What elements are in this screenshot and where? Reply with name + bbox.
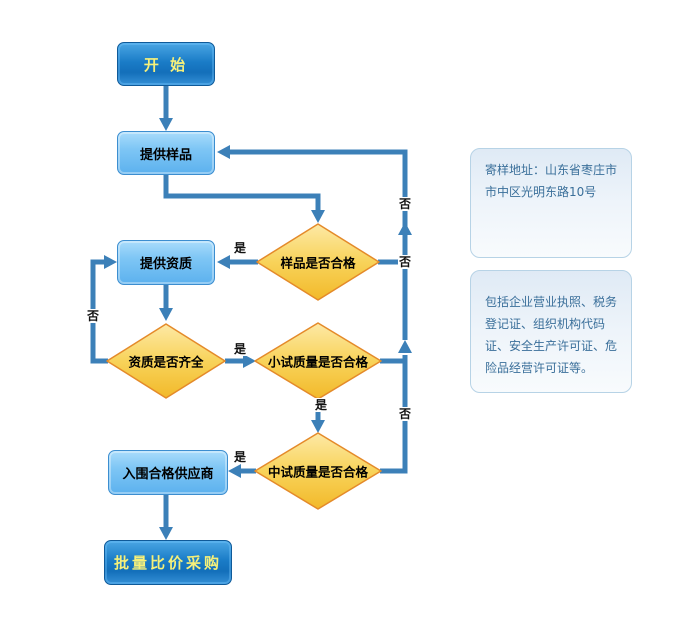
edge-label-sample-no: 否 [397, 255, 413, 269]
arrowhead-start-to-sample [159, 118, 173, 131]
qualification-docs-panel: 包括企业营业执照、税务登记证、组织机构代码证、安全生产许可证、危险品经营许可证等… [470, 270, 632, 393]
edge-label-qualification-no: 否 [85, 309, 101, 323]
sample-address-panel: 寄样地址：山东省枣庄市市中区光明东路10号 [470, 148, 632, 258]
arrowhead-mid-yes [228, 464, 241, 478]
arrowhead-sample-to-check [311, 210, 325, 223]
mid-test-check-label: 中试质量是否合格 [267, 464, 369, 480]
arrowhead-qual-to-check [159, 308, 173, 321]
arrowhead-return-to-sample [217, 145, 230, 159]
bulk-purchase-label: 批量比价采购 [113, 554, 222, 572]
qualification-check-label: 资质是否齐全 [128, 354, 204, 370]
pilot-test-check-label: 小试质量是否合格 [267, 354, 369, 370]
arrowhead-qual-yes [243, 354, 256, 368]
sample-check-label: 样品是否合格 [280, 255, 356, 271]
edge-return-vertical [230, 149, 408, 340]
arrowhead-return-up [398, 222, 412, 235]
sample-address-text: 寄样地址：山东省枣庄市市中区光明东路10号 [485, 163, 618, 199]
arrowhead-pilot-no-up [398, 340, 412, 353]
provide-sample-label: 提供样品 [139, 147, 192, 163]
qualified-supplier-label: 入围合格供应商 [122, 467, 214, 482]
start-node: 开 始 [117, 42, 215, 86]
arrowhead-sample-yes [217, 255, 230, 269]
provide-qualification-label: 提供资质 [139, 257, 192, 272]
start-node-label: 开 始 [143, 55, 189, 74]
edge-mid-no [380, 355, 408, 474]
provide-qualification-node: 提供资质 [117, 240, 215, 285]
qualification-docs-text: 包括企业营业执照、税务登记证、组织机构代码证、安全生产许可证、危险品经营许可证等… [485, 295, 618, 375]
bulk-purchase-node: 批量比价采购 [104, 540, 232, 585]
arrowhead-pilot-yes [311, 420, 325, 433]
edge-label-sample-yes: 是 [232, 241, 248, 255]
edge-sample-to-check [163, 175, 321, 210]
edge-label-pilot-yes: 是 [313, 398, 329, 412]
sample-check-diamond [256, 223, 380, 301]
qualified-supplier-node: 入围合格供应商 [108, 450, 228, 495]
arrowhead-supplier-to-bulk [159, 527, 173, 540]
edge-label-return-no: 否 [397, 197, 413, 211]
edge-label-mid-no: 否 [397, 407, 413, 421]
edge-label-qualification-yes: 是 [232, 342, 248, 356]
provide-sample-node: 提供样品 [117, 131, 215, 175]
mid-test-check-diamond [254, 432, 382, 510]
qualification-check-diamond [106, 323, 226, 399]
edge-label-mid-yes: 是 [232, 450, 248, 464]
arrowhead-qual-no [104, 255, 117, 269]
pilot-test-check-diamond [254, 322, 382, 400]
